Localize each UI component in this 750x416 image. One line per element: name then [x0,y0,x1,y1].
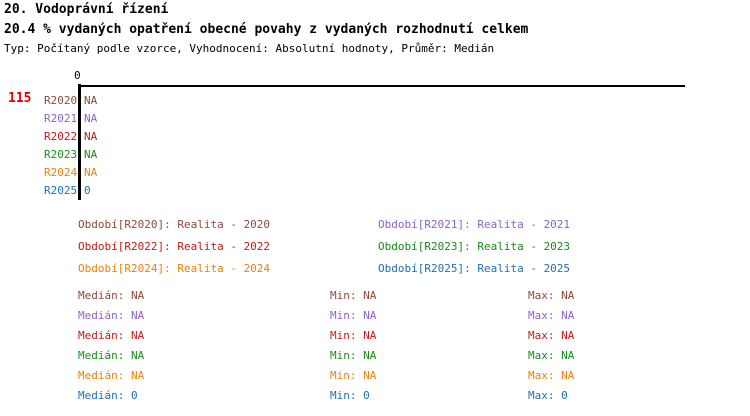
max-value: Max: NA [528,289,575,302]
stats-row-r2024: Medián: NA Min: NA Max: NA [0,366,750,386]
row-value: NA [84,130,98,143]
legend-item-r2023: Období[R2023]: Realita - 2023 [378,240,571,253]
stats-row-r2021: Medián: NA Min: NA Max: NA [0,306,750,326]
min-value: Min: 0 [330,389,370,402]
max-value: Max: NA [528,309,575,322]
row-label: R2020 [44,94,78,107]
max-value: Max: NA [528,349,575,362]
legend-item-r2024: Období[R2024]: Realita - 2024 [78,262,271,275]
min-value: Min: NA [330,309,377,322]
legend-item-r2021: Období[R2021]: Realita - 2021 [378,218,571,231]
legend-item-r2022: Období[R2022]: Realita - 2022 [78,240,271,253]
max-value: Max: NA [528,369,575,382]
chart-row-r2023: R2023 NA [0,146,750,163]
chart-row-r2022: R2022 NA [0,128,750,145]
row-value: NA [84,112,98,125]
median-value: Medián: NA [78,369,145,382]
chart-header: 20. Vodoprávní řízení 20.4 % vydaných op… [4,0,746,57]
min-value: Min: NA [330,349,377,362]
stats-row-r2022: Medián: NA Min: NA Max: NA [0,326,750,346]
max-value: Max: 0 [528,389,568,402]
row-label: R2021 [44,112,78,125]
min-value: Min: NA [330,329,377,342]
row-value: NA [84,166,98,179]
row-label: R2023 [44,148,78,161]
row-value: 0 [84,184,91,197]
y-axis-line [78,84,81,200]
row-value: NA [84,148,98,161]
stats-row-r2020: Medián: NA Min: NA Max: NA [0,286,750,306]
legend-item-r2020: Období[R2020]: Realita - 2020 [78,218,271,231]
chart-row-r2025: R2025 0 [0,182,750,199]
median-value: Medián: 0 [78,389,138,402]
x-axis-tick-0: 0 [74,69,81,82]
min-value: Min: NA [330,289,377,302]
row-value: NA [84,94,98,107]
median-value: Medián: NA [78,289,145,302]
x-axis-line [78,85,685,87]
chart-row-r2021: R2021 NA [0,110,750,127]
chart-row-r2020: R2020 NA [0,92,750,109]
median-value: Medián: NA [78,349,145,362]
row-label: R2025 [44,184,78,197]
median-value: Medián: NA [78,309,145,322]
stats-row-r2023: Medián: NA Min: NA Max: NA [0,346,750,366]
median-value: Medián: NA [78,329,145,342]
legend-item-r2025: Období[R2025]: Realita - 2025 [378,262,571,275]
chart-meta-line: Typ: Počítaný podle vzorce, Vyhodnocení:… [4,42,495,55]
min-value: Min: NA [330,369,377,382]
stats-row-r2025: Medián: 0 Min: 0 Max: 0 [0,386,750,406]
record-count-label: 115 [8,91,32,106]
chart-row-r2024: R2024 NA [0,164,750,181]
page-title: 20. Vodoprávní řízení [4,2,169,17]
chart-subtitle: 20.4 % vydaných opatření obecné povahy z… [4,22,529,37]
row-label: R2022 [44,130,78,143]
row-label: R2024 [44,166,78,179]
max-value: Max: NA [528,329,575,342]
